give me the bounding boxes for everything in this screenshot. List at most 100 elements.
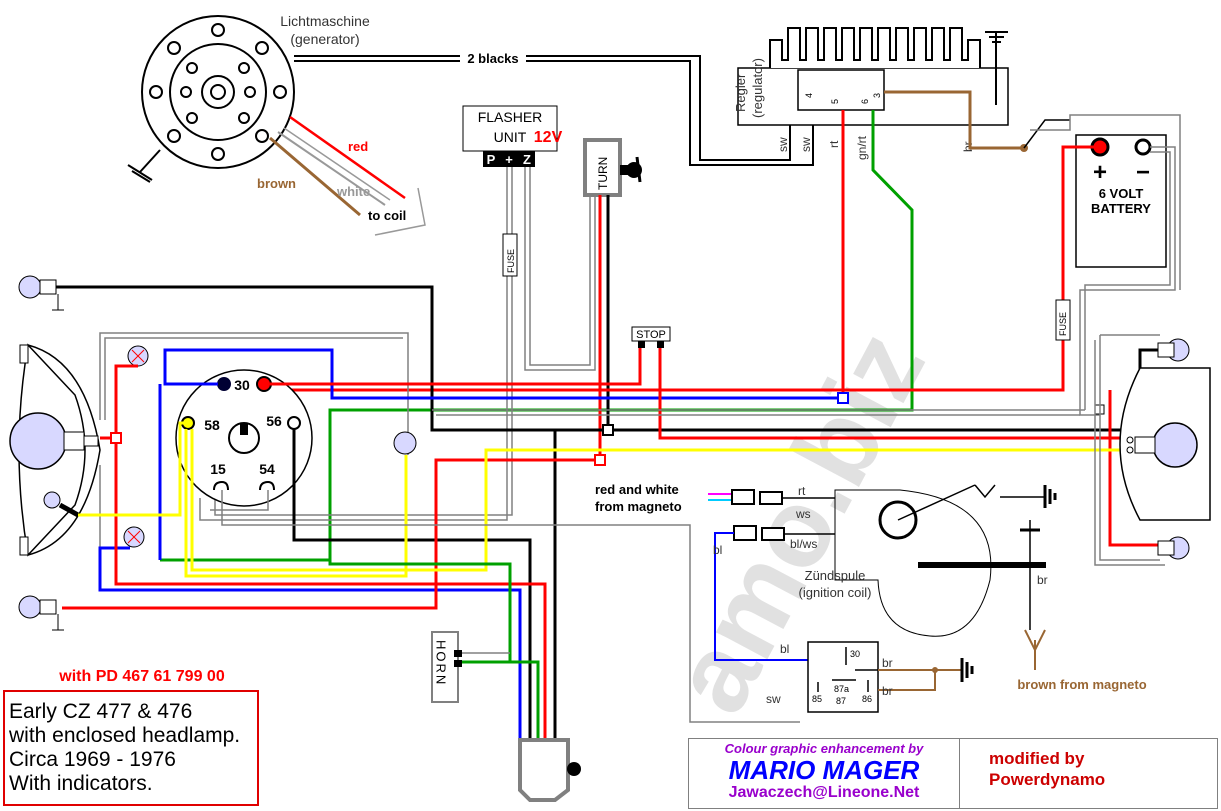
flasher-wires — [199, 167, 596, 521]
coil-label: Zündspule — [805, 568, 866, 583]
regulator-pin-6: 6 — [860, 99, 870, 104]
coil-wire-blws: bl/ws — [790, 537, 817, 551]
info-line: Circa 1969 - 1976 — [9, 748, 176, 771]
wire-label-red: red — [348, 139, 368, 154]
indicator-rear-left — [18, 595, 64, 631]
relay: 30 87a 87 85 86 — [807, 641, 974, 713]
modified-by: modified by — [989, 749, 1085, 768]
pilot-lamp-bottom — [123, 526, 145, 548]
brown-magneto-arrow — [1024, 629, 1046, 670]
relay-wire-br2: br — [882, 684, 893, 698]
credit-right: modified by Powerdynamo — [989, 749, 1209, 791]
coil-wire-rt: rt — [798, 484, 806, 498]
turn-wires — [598, 195, 610, 460]
wire-label-2-blacks: 2 blacks — [467, 51, 518, 66]
coil-wire-ws: ws — [795, 507, 811, 521]
info-box: Early CZ 477 & 476 with enclosed headlam… — [3, 690, 259, 806]
relay-wire-br1: br — [882, 656, 893, 670]
headlamp — [9, 343, 101, 557]
credit-line1: Colour graphic enhancement by — [724, 741, 924, 756]
relay-pin-87a: 87a — [834, 684, 849, 694]
regulator-pin-3: 3 — [872, 93, 882, 98]
generator-wires — [269, 115, 426, 236]
relay-wire-sw: sw — [766, 692, 781, 706]
flasher-terminal-z: Z — [523, 152, 531, 167]
switch-terminal-15: 15 — [210, 461, 226, 477]
regulator-wire-sw2: sw — [799, 137, 813, 152]
brown-from-magneto-label: brown from magneto — [1017, 677, 1146, 692]
turn-label: TURN — [596, 157, 610, 190]
watermark-text: amo.biz — [648, 312, 949, 731]
wire-label-to-coil: to coil — [368, 208, 406, 223]
magneto-label-2: from magneto — [595, 499, 682, 514]
relay-pin-86: 86 — [862, 694, 872, 704]
rear-gray-wires — [432, 334, 1165, 566]
flasher-unit: FLASHER UNIT 12V P + Z — [462, 105, 563, 167]
relay-pin-87: 87 — [836, 696, 846, 706]
regulator-pin-5: 5 — [830, 99, 840, 104]
info-line: Early CZ 477 & 476 — [9, 700, 193, 723]
battery-subtitle: BATTERY — [1091, 201, 1151, 216]
horn-label: HORN — [434, 640, 449, 686]
flasher-terminal-p: P — [487, 152, 496, 167]
coil-sublabel: (ignition coil) — [799, 585, 872, 600]
relay-pin-30: 30 — [850, 649, 860, 659]
regulator-label: Regler — [733, 73, 748, 112]
regulator-wire-br: br — [961, 141, 975, 152]
flasher-voltage: 12V — [534, 129, 563, 146]
battery-minus: − — [1136, 159, 1150, 186]
harness-wires — [56, 285, 1160, 740]
magneto-connectors — [708, 489, 840, 661]
switch-terminal-30: 30 — [234, 377, 250, 393]
credit-email: Jawaczech@Lineone.Net — [728, 784, 920, 801]
turn-switch: TURN — [583, 138, 642, 197]
tail-lamp — [1119, 367, 1211, 521]
flasher-unit-text: UNIT — [494, 129, 527, 145]
horn: HORN — [431, 631, 510, 703]
fuse-label-flasher: FUSE — [506, 249, 516, 273]
modifier-name: Powerdynamo — [989, 770, 1106, 789]
ignition-coil: Zündspule (ignition coil) — [799, 484, 1057, 637]
battery-plus: + — [1093, 159, 1107, 186]
relay-wire-bl: bl — [780, 642, 789, 656]
stop-switch: STOP — [631, 326, 671, 348]
pilot-lamp-top — [127, 345, 149, 367]
credit-name: MARIO MAGER — [728, 755, 920, 785]
magneto-label-1: red and white — [595, 482, 679, 497]
switch-terminal-56: 56 — [266, 413, 282, 429]
switch-terminal-58: 58 — [204, 417, 220, 433]
regulator-pin-4: 4 — [804, 93, 814, 98]
two-black-wires — [294, 55, 814, 166]
switch-terminal-54: 54 — [259, 461, 275, 477]
regulator-wire-rt: rt — [827, 140, 841, 148]
indicator-front-right — [1157, 338, 1190, 362]
credit-left: Colour graphic enhancement by MARIO MAGE… — [689, 739, 960, 808]
wire-label-brown: brown — [257, 176, 296, 191]
generator-label: Lichtmaschine — [280, 13, 370, 29]
regulator-sublabel: (regulator) — [750, 58, 765, 118]
indicator-rear-right — [1157, 536, 1190, 560]
rear-connector — [518, 738, 581, 802]
coil-wire-br: br — [1037, 573, 1048, 587]
info-line: With indicators. — [9, 772, 153, 795]
coil-wire-bl: bl — [713, 543, 722, 557]
indicator-front-left — [18, 275, 64, 311]
flasher-terminal-plus: + — [505, 152, 513, 167]
flasher-title: FLASHER — [478, 109, 543, 125]
generator: Lichtmaschine (generator) — [127, 13, 370, 183]
part-number: with PD 467 61 799 00 — [58, 668, 225, 685]
relay-pin-85: 85 — [812, 694, 822, 704]
generator-sublabel: (generator) — [290, 31, 359, 47]
wire-label-white: white — [336, 184, 370, 199]
ignition-switch: 30 58 56 15 54 — [175, 369, 313, 507]
pilot-lamp-right — [393, 431, 417, 455]
battery: + − 6 VOLT BATTERY — [1075, 134, 1167, 268]
stop-label: STOP — [636, 329, 666, 341]
regulator: Regler (regulator) 4 5 6 3 — [733, 27, 1009, 126]
regulator-wire-sw1: sw — [776, 137, 790, 152]
regulator-wire-gnrt: gn/rt — [855, 135, 869, 160]
battery-title: 6 VOLT — [1099, 186, 1144, 201]
credit-box: Colour graphic enhancement by MARIO MAGE… — [688, 738, 1218, 809]
info-line: with enclosed headlamp. — [9, 724, 241, 747]
